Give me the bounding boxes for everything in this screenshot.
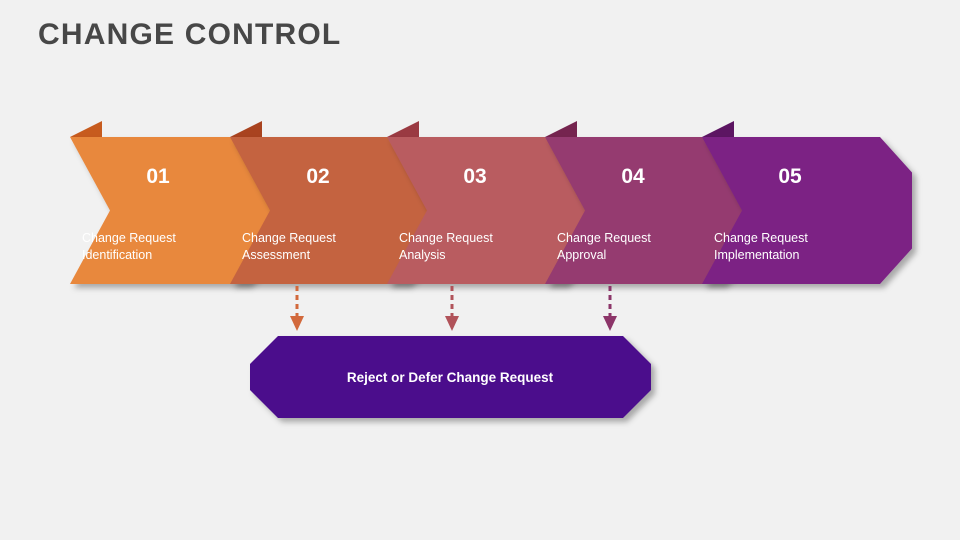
reject-box-label: Reject or Defer Change Request bbox=[346, 370, 554, 385]
connector-arrowhead-2 bbox=[445, 316, 459, 331]
chevron-step-05[interactable] bbox=[702, 137, 912, 284]
reject-box-shape bbox=[250, 336, 651, 418]
chevron-fold-tab-01 bbox=[70, 121, 102, 137]
chevron-fold-tab-03 bbox=[387, 121, 419, 137]
chevron-group bbox=[70, 121, 912, 284]
connector-arrowhead-1 bbox=[290, 316, 304, 331]
chevron-step-04[interactable] bbox=[545, 137, 745, 284]
chevron-step-02[interactable] bbox=[230, 137, 430, 284]
reject-or-defer-box[interactable] bbox=[250, 336, 651, 418]
page-title: CHANGE CONTROL bbox=[38, 18, 342, 51]
chevron-fold-tab-02 bbox=[230, 121, 262, 137]
chevron-fold-tab-05 bbox=[702, 121, 734, 137]
connector-arrowhead-3 bbox=[603, 316, 617, 331]
chevron-fold-tab-04 bbox=[545, 121, 577, 137]
connector-group bbox=[290, 286, 617, 331]
chevron-step-03[interactable] bbox=[387, 137, 587, 284]
chevron-step-01[interactable] bbox=[70, 137, 270, 284]
